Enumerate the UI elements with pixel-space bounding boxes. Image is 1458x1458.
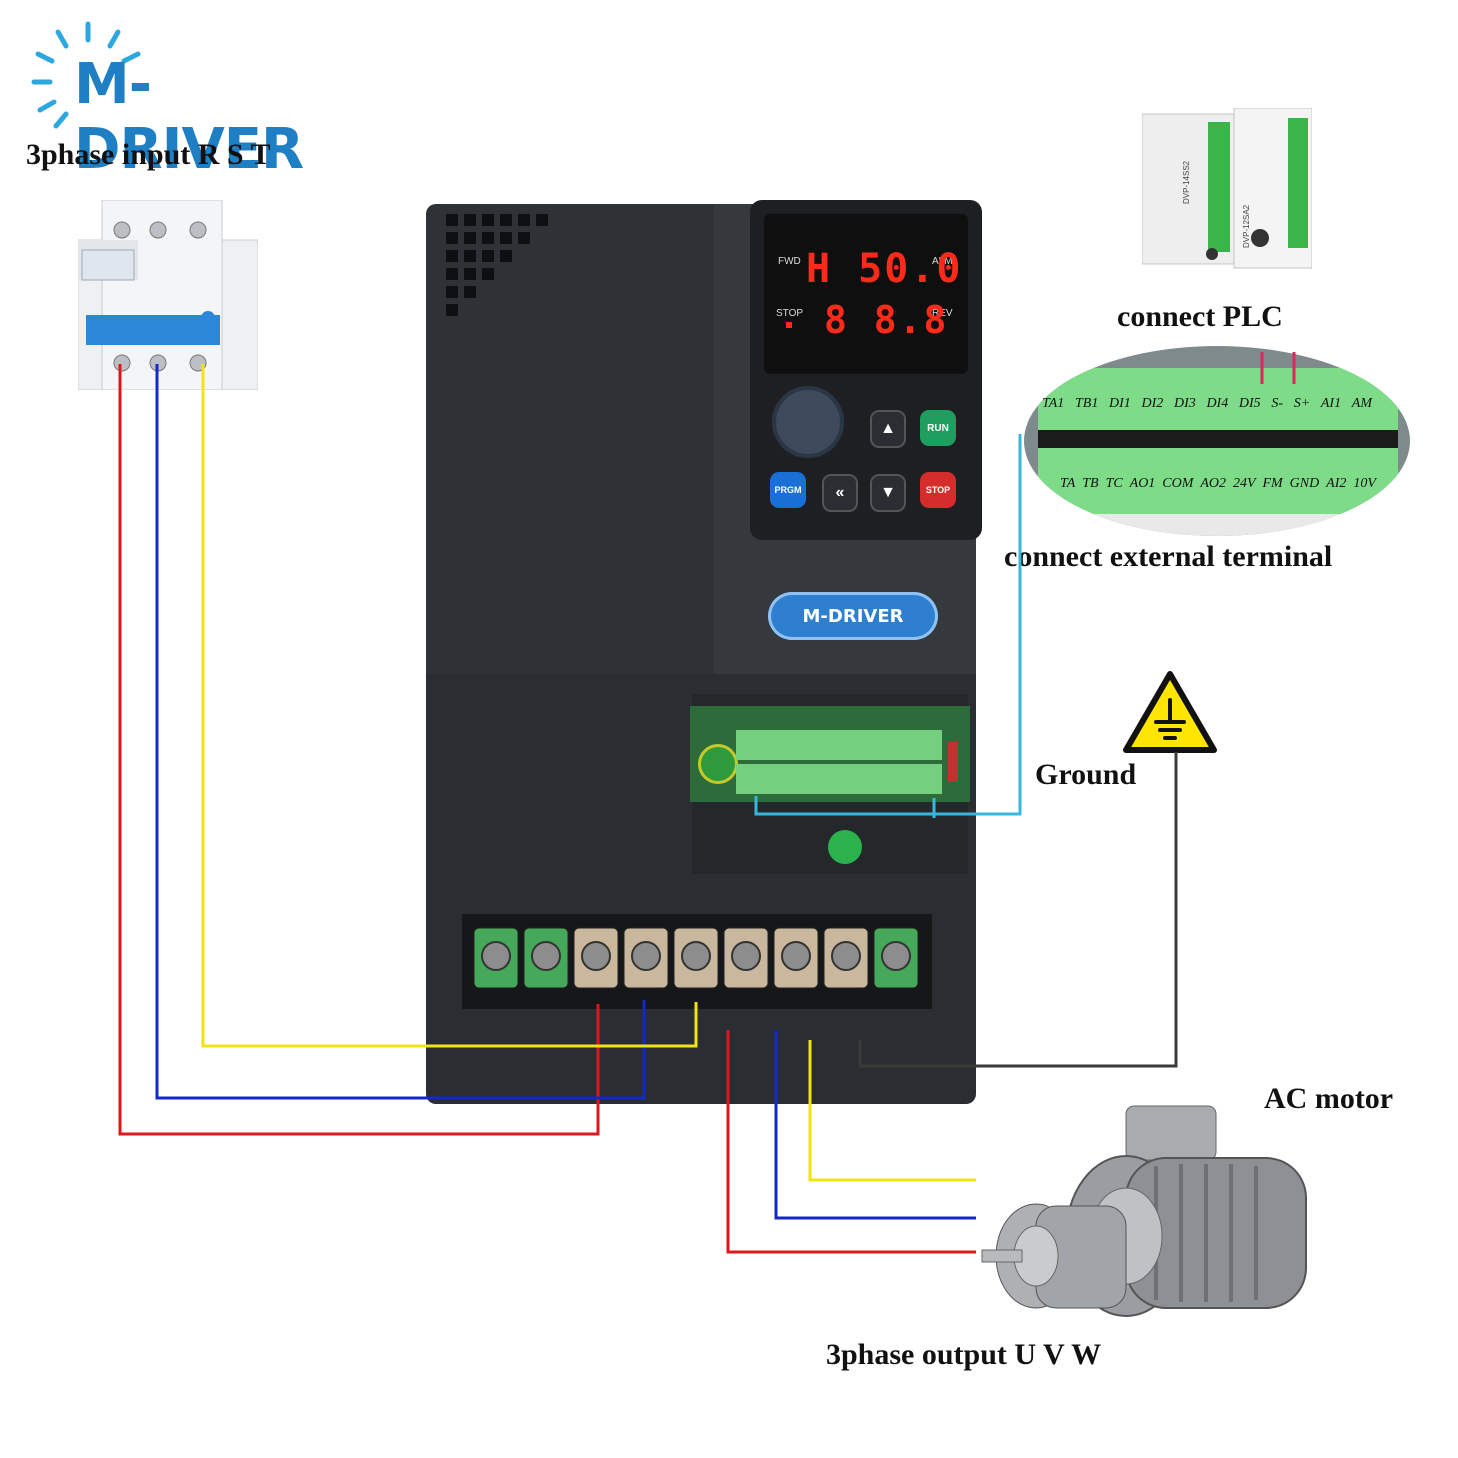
stop-indicator: STOP: [776, 308, 804, 319]
terminal-bottom-1: TB: [1082, 476, 1099, 491]
brand-plate: M-DRIVER: [768, 592, 938, 640]
terminal-top-1: TB1: [1075, 396, 1099, 411]
terminal-bottom-4: COM: [1162, 476, 1194, 491]
terminal-bottom-8: GND: [1289, 476, 1320, 491]
terminal-bottom-7: FM: [1262, 476, 1283, 491]
terminal-top-2: DI1: [1109, 396, 1131, 411]
terminal-top-7: S-: [1271, 396, 1284, 411]
board-red-switch: [948, 742, 958, 782]
ground-warning-icon: [1123, 671, 1217, 753]
terminal-top-3: DI2: [1141, 396, 1164, 411]
dial-knob[interactable]: [772, 386, 844, 458]
up-button[interactable]: ▲: [870, 410, 906, 448]
terminal-bottom-10: 10V: [1353, 476, 1376, 491]
display-panel: [764, 214, 968, 374]
rev-indicator: REV: [932, 308, 953, 319]
plc-icon: [1141, 107, 1313, 269]
prgm-button[interactable]: PRGM: [770, 472, 806, 508]
double-left-icon: «: [835, 484, 845, 501]
terminal-block-closeup: [1024, 346, 1410, 536]
terminal-bottom-6: 24V: [1232, 476, 1256, 491]
qc-seal: [828, 830, 862, 864]
board-terminal-top: [736, 730, 942, 760]
terminal-top-0: TA1: [1042, 396, 1065, 411]
terminal-bottom-5: AO2: [1200, 476, 1227, 491]
power-terminals: [473, 927, 919, 989]
terminal-bottom-9: AI2: [1326, 476, 1347, 491]
terminal-top-10: AM: [1351, 396, 1372, 411]
board-terminal-bottom: [736, 764, 942, 794]
board-seal: [698, 744, 738, 784]
terminal-bottom-row: TA TB TC AO1 COM AO2 24V FM GND AI2 10V: [1060, 476, 1376, 492]
display-bottom: 8 8.8: [824, 298, 949, 342]
down-button[interactable]: ▼: [870, 474, 906, 512]
plc-device: DVP-14SS2 DVP-12SA2: [1141, 107, 1313, 273]
plc-unit-b: DVP-12SA2: [1242, 204, 1251, 248]
plc-unit-a: DVP-14SS2: [1182, 160, 1191, 204]
external-terminal-label: connect external terminal: [1004, 540, 1333, 573]
terminal-bottom-3: AO1: [1129, 476, 1156, 491]
up-arrow-icon: ▲: [880, 420, 896, 437]
stop-button[interactable]: STOP: [920, 472, 956, 508]
motor-icon: [981, 1105, 1307, 1317]
terminal-top-8: S+: [1293, 396, 1311, 411]
keypad: FWD ALM STOP REV H 50.0 8 8.8 ▲ RUN PRGM…: [750, 200, 982, 540]
terminal-top-5: DI4: [1206, 396, 1229, 411]
input-label: 3phase input R S T: [26, 138, 271, 171]
brand-logo: M-DRIVER: [28, 14, 368, 182]
down-arrow-icon: ▼: [880, 484, 896, 501]
terminal-top-row: TA1 TB1 DI1 DI2 DI3 DI4 DI5 S- S+ AI1 AM: [1042, 396, 1372, 412]
stop-led: [786, 322, 792, 328]
display-top: H 50.0: [806, 246, 963, 292]
control-board: [690, 706, 970, 802]
output-label: 3phase output U V W: [826, 1338, 1102, 1371]
alm-indicator: ALM: [932, 256, 953, 267]
vent-grid: [446, 214, 548, 316]
terminal-bottom-2: TC: [1105, 476, 1123, 491]
ground-label: Ground: [1035, 758, 1137, 791]
sun-logo-icon: [31, 21, 141, 129]
circuit-breaker: [77, 199, 259, 391]
breaker-icon: [77, 199, 259, 391]
motor-label: AC motor: [1264, 1082, 1394, 1115]
terminal-top-4: DI3: [1173, 396, 1196, 411]
run-button[interactable]: RUN: [920, 410, 956, 446]
logo-text: M-DRIVER: [74, 52, 304, 182]
plc-label: connect PLC: [1117, 300, 1283, 333]
terminal-top-6: DI5: [1238, 396, 1261, 411]
terminal-bottom-0: TA: [1060, 476, 1076, 491]
shift-button[interactable]: «: [822, 474, 858, 512]
fwd-indicator: FWD: [778, 256, 801, 267]
plate-logo-text: M-DRIVER: [802, 605, 904, 627]
terminal-top-9: AI1: [1320, 396, 1342, 411]
